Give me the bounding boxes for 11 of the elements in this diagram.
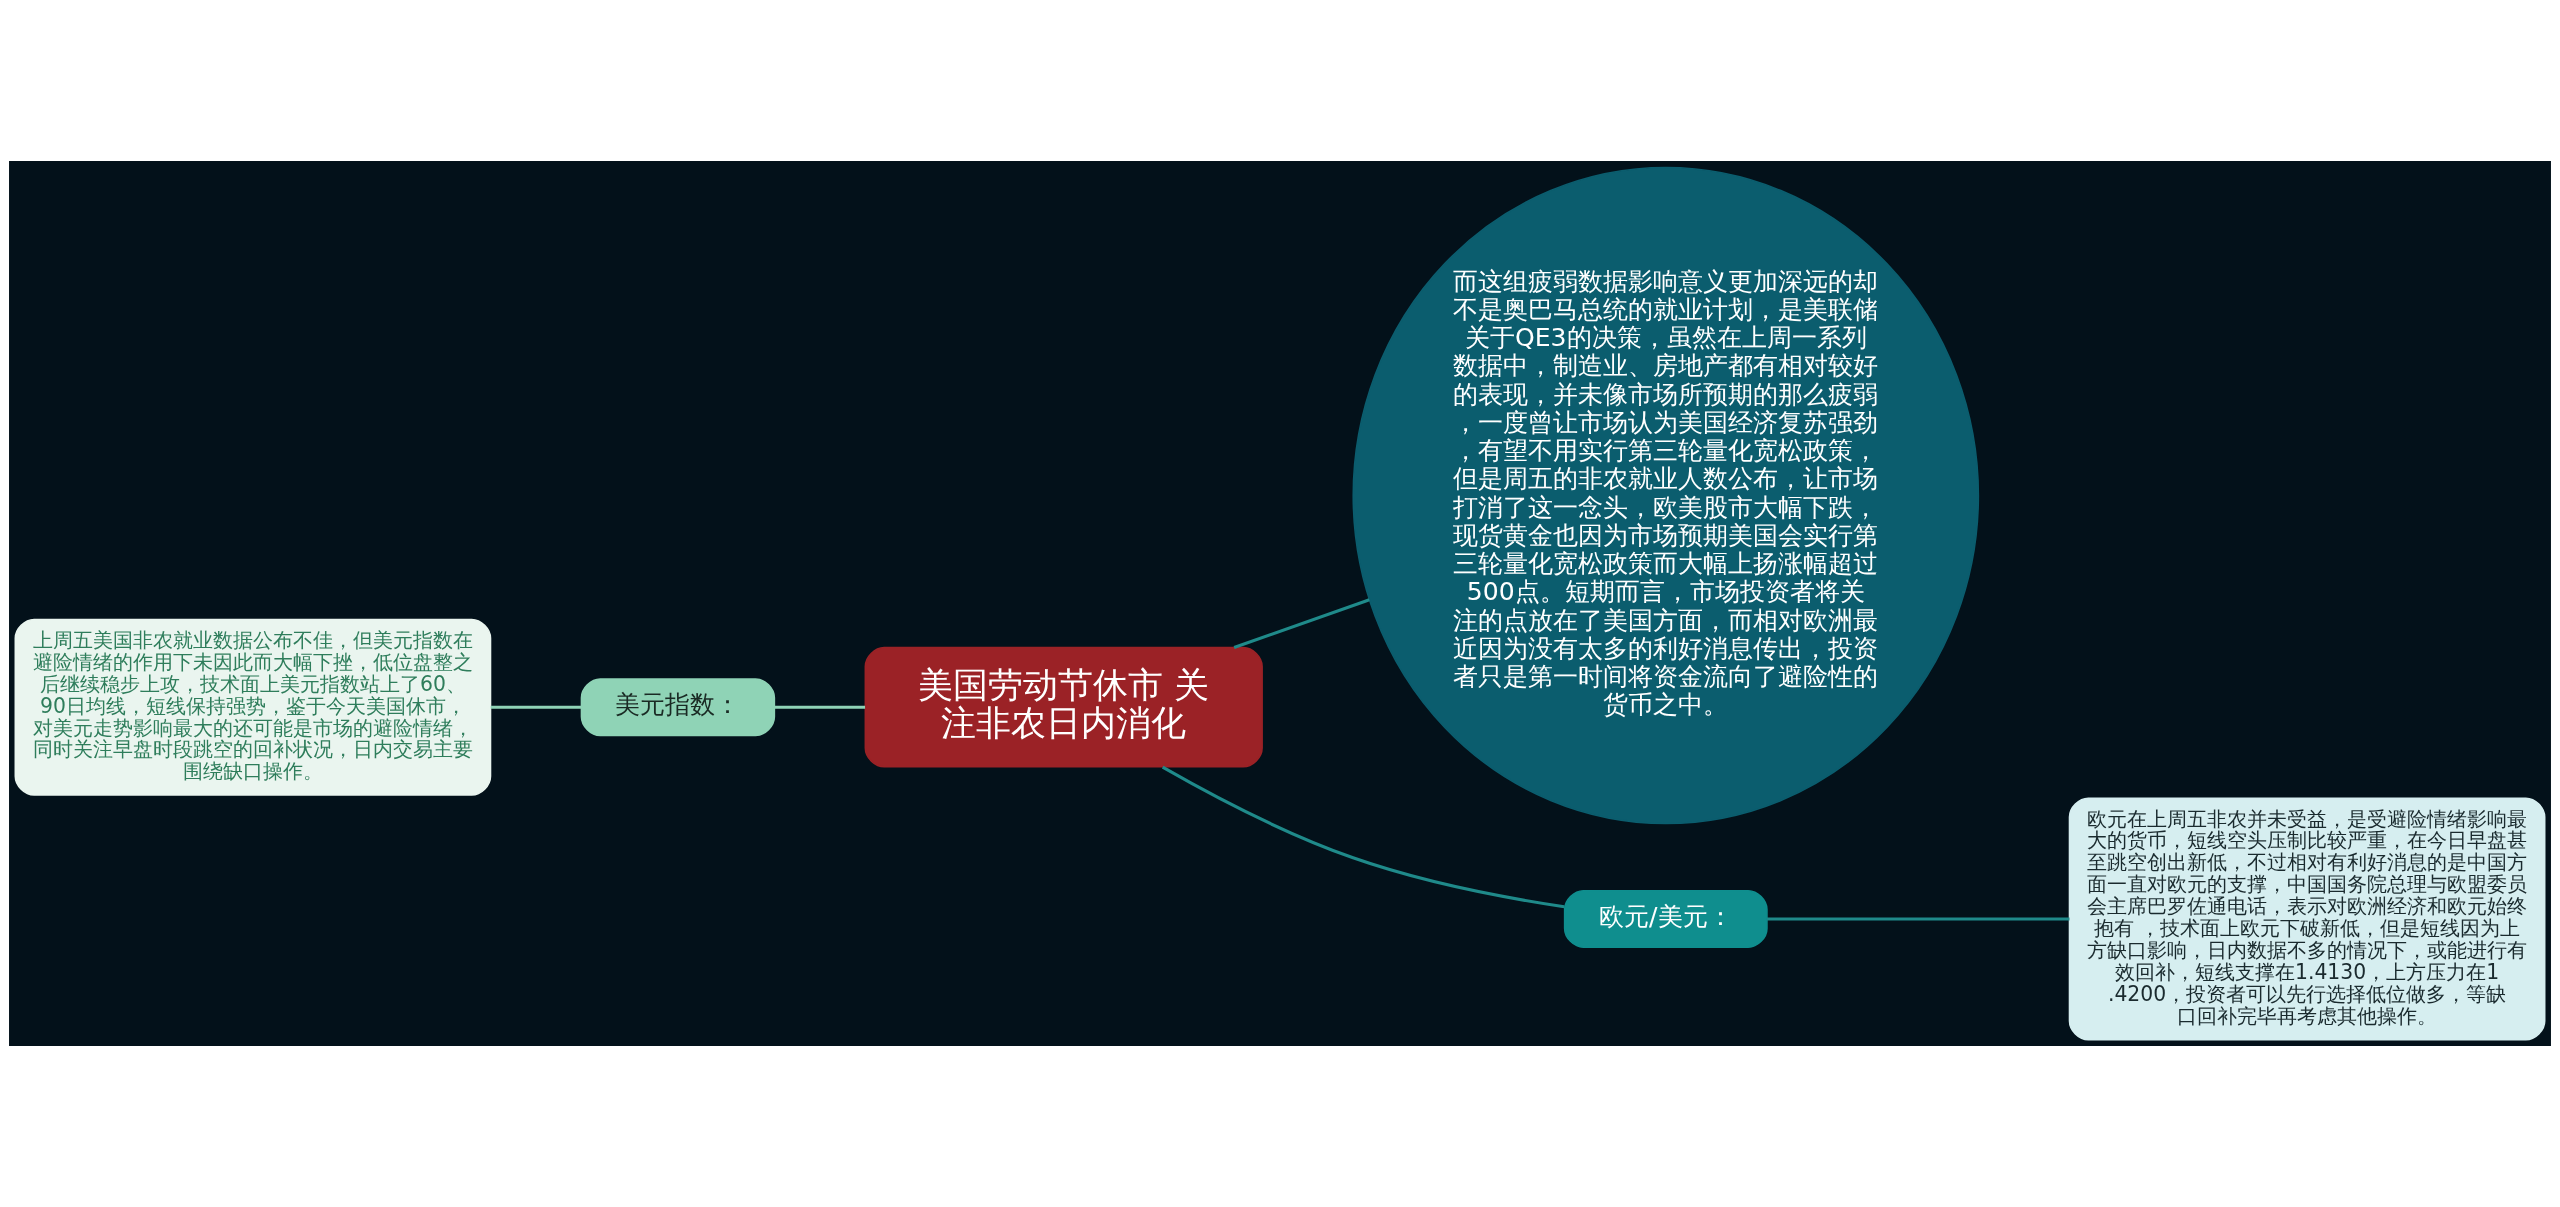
node-box: 欧元在上周五非农并未受益，是受避险情绪影响最大的货币，短线空头压制比较严重，在今日早盘甚至跳空创出新低，不过相对有利好消息的是中国方面一直对欧元的支撑，中国国务院总理与欧盟委员会主席巴罗佐通电话，表示对欧洲经济和欧元始终抱有 ，技术面上欧元下破新低，但是短线因为上方缺口影响，日内数据不多的情况下，或能进行有效回补，短线支撑在1.4130，上方压力在1.4200，投资者可以先行选择低位做多，等缺口回补完毕再考虑其他操作。 bbox=[2068, 797, 2546, 1041]
node-box: 美元指数： bbox=[580, 678, 776, 737]
node-box: 上周五美国非农就业数据公布不佳，但美元指数在避险情绪的作用下未因此而大幅下挫，低位盘整之后继续稳步上攻，技术面上美元指数站上了60、90日均线，短线保持强势，鉴于今天美国休市，对美元走势影响最大的还可能是市场的避险情绪，同时关注早盘时段跳空的回补状况，日内交易主要围绕缺口操作。 bbox=[14, 618, 492, 796]
connector bbox=[774, 705, 866, 709]
connector bbox=[490, 705, 582, 709]
node-box: 欧元/美元： bbox=[1563, 889, 1768, 948]
connector bbox=[1161, 765, 1565, 909]
connector bbox=[1233, 598, 1370, 650]
node-circle: 而这组疲弱数据影响意义更加深远的却不是奥巴马总统的就业计划，是美联储关于QE3的决策，虽然在上周一系列数据中，制造业、房地产都有相对较好的表现，并未像市场所预期的那么疲弱，一度曾让市场认为美国经济复苏强劲，有望不用实行第三轮量化宽松政策，但是周五的非农就业人数公布，让市场打消了这一念头，欧美股市大幅下跌，现货黄金也因为市场预期美国会实行第三轮量化宽松政策而大幅上扬涨幅超过500点。短期而言，市场投资者将关注的点放在了美国方面，而相对欧洲最近因为没有太多的利好消息传出，投资者只是第一时间将资金流向了避险性的货币之中。 bbox=[1352, 166, 1980, 825]
node-box: 美国劳动节休市 关注非农日内消化 bbox=[864, 646, 1263, 768]
connector bbox=[1767, 917, 2070, 921]
